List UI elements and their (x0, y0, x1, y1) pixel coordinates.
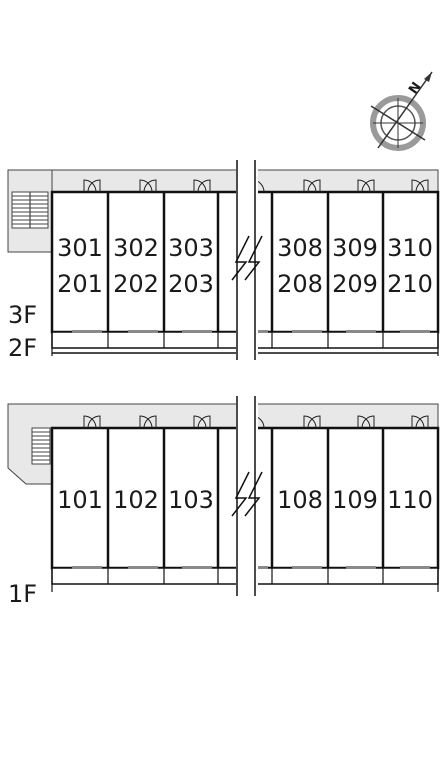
unit-label-303: 303 (168, 234, 214, 262)
unit-label-302: 302 (113, 234, 159, 262)
unit-label-101: 101 (57, 486, 103, 514)
floor-label-3f: 3F (8, 301, 37, 329)
unit-label-201: 201 (57, 270, 103, 298)
unit-label-102: 102 (113, 486, 159, 514)
door-icons (83, 179, 429, 193)
unit-label-108: 108 (277, 486, 323, 514)
staircase-icon (11, 191, 49, 229)
unit-label-309: 309 (332, 234, 378, 262)
lower-block: 101 102 103 108 109 110 1F (7, 396, 440, 608)
unit-label-103: 103 (168, 486, 214, 514)
unit-label-301: 301 (57, 234, 103, 262)
door-icons (83, 415, 429, 429)
unit-label-310: 310 (387, 234, 433, 262)
floor-label-1f: 1F (8, 580, 37, 608)
unit-label-110: 110 (387, 486, 433, 514)
unit-label-202: 202 (113, 270, 159, 298)
unit-label-210: 210 (387, 270, 433, 298)
compass-icon: N (370, 71, 433, 151)
upper-block: 301 201 302 202 303 203 308 208 309 209 … (7, 160, 440, 362)
unit-label-308: 308 (277, 234, 323, 262)
entrance-steps-icon (31, 427, 51, 465)
unit-label-208: 208 (277, 270, 323, 298)
compass-north-label: N (406, 80, 425, 98)
unit-label-209: 209 (332, 270, 378, 298)
unit-label-109: 109 (332, 486, 378, 514)
unit-label-203: 203 (168, 270, 214, 298)
floor-label-2f: 2F (8, 334, 37, 362)
